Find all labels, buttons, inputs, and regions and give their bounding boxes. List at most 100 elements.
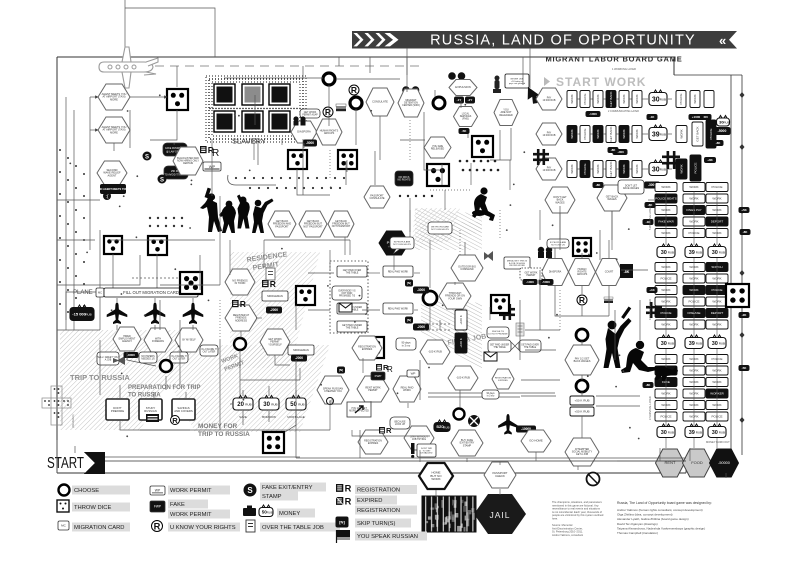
svg-text:Andrei Yakimov, consultant: Andrei Yakimov, consultant	[552, 533, 583, 537]
svg-text:MC: MC	[98, 290, 102, 294]
svg-text:RUB: RUB	[267, 511, 273, 515]
svg-text:-1K: -1K	[646, 220, 652, 224]
svg-text:REGISTRATION: REGISTRATION	[358, 345, 376, 348]
svg-text:-1K: -1K	[650, 115, 656, 119]
svg-text:30: 30	[661, 250, 667, 256]
svg-text:WORK: WORK	[622, 164, 626, 173]
svg-text:BACK: BACK	[557, 199, 564, 202]
svg-text:REGISTRATION: REGISTRATION	[357, 508, 400, 514]
svg-text:4 RENTAL LAYER: 4 RENTAL LAYER	[648, 299, 652, 320]
svg-text:-8K: -8K	[611, 148, 617, 152]
svg-text:RUB: RUB	[85, 313, 91, 317]
svg-text:90 days: 90 days	[486, 393, 495, 395]
svg-text:GROUPS: GROUPS	[577, 273, 588, 276]
svg-text:GET BACK: GET BACK	[606, 195, 619, 198]
svg-text:WORK: WORK	[679, 129, 683, 138]
svg-text:AGENT MEETS YOU: AGENT MEETS YOU	[102, 125, 127, 129]
svg-text:DON'T GET: DON'T GET	[553, 196, 567, 199]
svg-text:-100 K RUB: -100 K RUB	[428, 350, 442, 354]
svg-text:FAKE: FAKE	[170, 502, 185, 508]
svg-text:Tatyana Alexandrova, Nadezhda: Tatyana Alexandrova, Nadezhda Voskresens…	[617, 526, 705, 530]
svg-text:MORE: MORE	[110, 131, 118, 135]
svg-text:David Ter-Oganyan (drawings): David Ter-Oganyan (drawings)	[617, 522, 658, 526]
svg-text:-8K: -8K	[596, 183, 602, 187]
svg-text:CROWD WORK: CROWD WORK	[509, 265, 525, 267]
svg-text:PASSPORT: PASSPORT	[370, 194, 384, 197]
svg-text:DON'T: DON'T	[113, 406, 122, 410]
svg-text:PREPARATION FOR TRIP: PREPARATION FOR TRIP	[128, 385, 200, 391]
svg-text:in 3 mo: in 3 mo	[402, 343, 411, 347]
svg-text:BLACKLISTED AND: BLACKLISTED AND	[177, 157, 199, 160]
svg-text:EXPIRED: EXPIRED	[357, 498, 382, 504]
svg-text:R: R	[345, 484, 352, 494]
svg-text:WORK: WORK	[221, 353, 239, 365]
svg-text:FWP: FWP	[375, 374, 382, 378]
svg-text:NEVER USE: NEVER USE	[511, 78, 524, 80]
svg-text:39: 39	[689, 430, 695, 436]
svg-text:IN TOWN: IN TOWN	[235, 282, 246, 285]
svg-text:50: 50	[262, 510, 268, 515]
svg-text:WORK: WORK	[596, 164, 600, 173]
svg-text:THE TABLE: THE TABLE	[524, 346, 537, 349]
svg-text:PREPARE: PREPARE	[111, 409, 124, 413]
svg-text:FAKE WKR: FAKE WKR	[658, 220, 674, 224]
svg-text:GET PAID UNDER: GET PAID UNDER	[490, 344, 510, 347]
svg-text:MORE AFFECTED: MORE AFFECTED	[349, 410, 369, 413]
svg-text:WORK: WORK	[570, 94, 574, 103]
svg-text:R: R	[212, 148, 219, 159]
svg-text:NOT LIKE HELPS: NOT LIKE HELPS	[393, 244, 411, 246]
svg-text:-8K: -8K	[743, 230, 749, 234]
svg-text:A JOB OF A BIG: A JOB OF A BIG	[509, 262, 525, 265]
svg-text:LEGALIZED: LEGALIZED	[420, 452, 432, 455]
svg-text:R: R	[172, 416, 178, 425]
svg-text:RUB: RUB	[660, 133, 666, 137]
svg-text:DETENTION: DETENTION	[404, 102, 418, 105]
svg-text:STUDY: STUDY	[146, 406, 156, 410]
svg-text:is not coincidental. Each year: is not coincidental. Each year, thousand…	[552, 510, 602, 514]
svg-text:+8K: +8K	[707, 158, 713, 162]
svg-text:AGENCY: AGENCY	[122, 340, 133, 343]
svg-text:WP: WP	[411, 372, 416, 376]
svg-text:R: R	[208, 145, 214, 155]
svg-text:R: R	[351, 85, 357, 95]
svg-text:-10000: -10000	[521, 427, 531, 431]
svg-text:FRIENDS: FRIENDS	[236, 317, 247, 320]
svg-text:-2K: -2K	[742, 313, 748, 317]
svg-text:PERMIT: PERMIT	[368, 389, 378, 392]
svg-text:THE TABLE: THE TABLE	[493, 346, 506, 349]
svg-text:R: R	[387, 365, 393, 374]
svg-text:GET BACK: GET BACK	[609, 91, 613, 106]
svg-text:20: 20	[237, 402, 244, 408]
svg-text:R: R	[240, 299, 246, 309]
svg-text:GO HOME: GO HOME	[529, 439, 543, 443]
svg-text:CERTAIN: CERTAIN	[183, 162, 194, 165]
svg-text:EXPIRES: EXPIRES	[498, 380, 508, 382]
svg-text:WAGES: WAGES	[607, 198, 617, 201]
svg-text:RUB: RUB	[245, 403, 251, 407]
svg-text:CENTER (SIZO): CENTER (SIZO)	[402, 104, 420, 107]
svg-text:-5000: -5000	[306, 141, 314, 145]
svg-text:WORK: WORK	[689, 185, 698, 189]
svg-text:25K RUB: 25K RUB	[171, 170, 181, 173]
svg-text:NEEDED 1/5: NEEDED 1/5	[141, 359, 155, 361]
svg-text:39: 39	[689, 250, 695, 256]
svg-text:-2000: -2000	[295, 356, 303, 360]
svg-text:YOU ARE: YOU ARE	[432, 145, 443, 148]
svg-text:Anti-Discrimination Center,: Anti-Discrimination Center,	[552, 526, 583, 530]
svg-text:30: 30	[661, 430, 667, 436]
svg-text:REAL PAID WORK: REAL PAID WORK	[388, 307, 409, 310]
svg-text:RUB: RUB	[719, 251, 725, 255]
svg-text:pays not granted: pays not granted	[509, 82, 526, 85]
svg-text:WE PEOPLE ARE: WE PEOPLE ARE	[431, 226, 449, 229]
svg-text:-8K: -8K	[716, 141, 722, 145]
svg-text:RELEASED: RELEASED	[499, 114, 513, 117]
svg-text:GET WORK: GET WORK	[304, 112, 317, 114]
svg-text:MIGRATION CARD: MIGRATION CARD	[74, 525, 124, 531]
svg-text:FAKE EXIT/ENTRY: FAKE EXIT/ENTRY	[262, 485, 313, 491]
svg-text:MONEY: MONEY	[279, 511, 300, 517]
svg-text:HUMAN RIGHTS: HUMAN RIGHTS	[320, 129, 339, 132]
svg-text:-3000: -3000	[648, 183, 656, 187]
svg-text:+50 K RUB: +50 K RUB	[574, 410, 589, 414]
svg-text:GET PAID OVER: GET PAID OVER	[343, 269, 362, 272]
svg-text:PASSPORT: PASSPORT	[275, 225, 289, 228]
